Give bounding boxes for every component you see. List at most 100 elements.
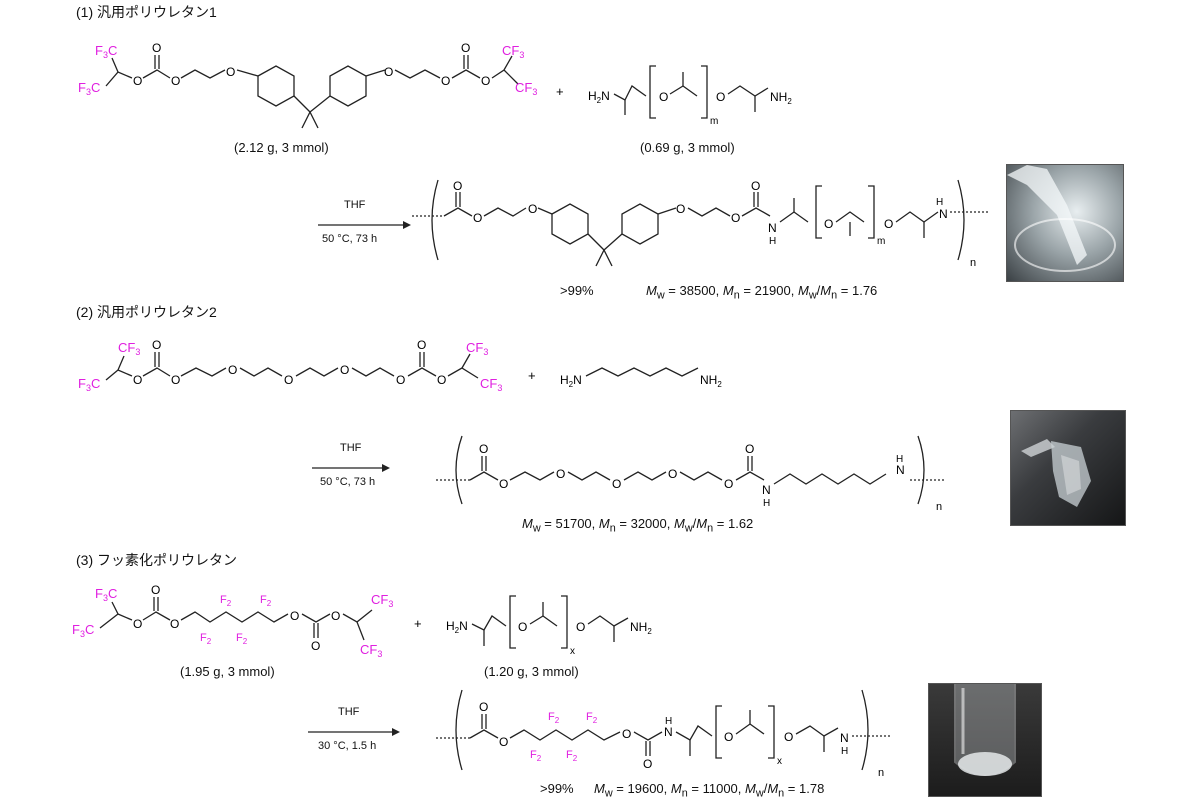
svg-text:O: O xyxy=(284,373,293,387)
svg-text:H: H xyxy=(896,454,903,465)
svg-text:O: O xyxy=(171,373,180,387)
svg-text:O: O xyxy=(751,179,760,193)
svg-text:O: O xyxy=(716,90,725,104)
section2-polymer-product: O O O O O O O N H H N n xyxy=(436,435,944,513)
svg-text:O: O xyxy=(724,477,733,491)
svg-text:N: N xyxy=(896,463,905,477)
section2-hexamethylenediamine: H2N NH2 xyxy=(560,367,722,389)
svg-text:F3C: F3C xyxy=(78,80,100,97)
svg-text:CF3: CF3 xyxy=(360,642,382,659)
svg-text:O: O xyxy=(152,338,161,352)
section1-mw-mn: Mw = 38500, Mn = 21900, Mw/Mn = 1.76 xyxy=(646,283,878,302)
svg-text:F2: F2 xyxy=(586,711,598,725)
svg-text:NH2: NH2 xyxy=(630,620,652,636)
svg-text:O: O xyxy=(676,202,685,216)
section3-mw: 19600 xyxy=(627,781,664,796)
svg-text:F3C: F3C xyxy=(78,376,100,393)
svg-text:O: O xyxy=(417,338,426,352)
svg-text:O: O xyxy=(290,609,299,623)
svg-text:O: O xyxy=(461,41,470,55)
svg-text:O: O xyxy=(659,90,668,104)
svg-text:N: N xyxy=(664,725,673,739)
svg-text:O: O xyxy=(528,202,537,216)
svg-text:CF3: CF3 xyxy=(466,340,488,357)
section1-polymer-product: O O O O O O N H O m O H N n xyxy=(412,179,990,269)
section2-mw: 51700 xyxy=(555,516,592,531)
svg-text:F3C: F3C xyxy=(95,43,117,60)
section1-product-photo xyxy=(1006,164,1124,282)
svg-text:O: O xyxy=(518,620,527,634)
section3-pdi: 1.78 xyxy=(799,781,825,796)
svg-text:O: O xyxy=(226,65,235,79)
svg-text:O: O xyxy=(170,617,179,631)
svg-text:O: O xyxy=(171,74,180,88)
svg-text:CF3: CF3 xyxy=(118,340,140,357)
svg-text:O: O xyxy=(622,727,631,741)
svg-text:H: H xyxy=(841,746,848,757)
section1-conditions: 50 °C, 73 h xyxy=(322,233,378,245)
section2-plus: + xyxy=(528,368,536,383)
section3-plus: + xyxy=(414,616,422,631)
section1-plus: + xyxy=(556,84,564,99)
svg-text:NH2: NH2 xyxy=(700,373,722,389)
section3-yield: >99% xyxy=(540,781,574,796)
svg-text:H2N: H2N xyxy=(588,89,610,105)
section2-solvent: THF xyxy=(340,442,362,454)
section3-mn: 11000 xyxy=(702,781,738,796)
section3-reagent1-amount: (1.95 g, 3 mmol) xyxy=(180,664,275,679)
svg-text:H: H xyxy=(665,716,672,727)
section3-polymer-product: O O F2 F2 F2 F2 O O H N O x O N H n xyxy=(436,689,890,779)
svg-text:O: O xyxy=(884,217,893,231)
section1-polyether-diamine: H2N O m O NH2 xyxy=(588,65,792,127)
section3-fluorinated-carbonate-monomer: F3C F3C O O O F2 F2 F2 F2 O O O CF3 CF3 xyxy=(72,583,393,659)
section2-mn: 32000 xyxy=(630,516,667,531)
svg-text:F2: F2 xyxy=(260,594,272,608)
section1-pdi: 1.76 xyxy=(851,283,878,298)
svg-text:O: O xyxy=(133,617,142,631)
svg-text:O: O xyxy=(576,620,585,634)
svg-text:H: H xyxy=(769,236,776,247)
section1-solvent: THF xyxy=(344,199,366,211)
svg-text:O: O xyxy=(133,74,142,88)
svg-text:n: n xyxy=(936,501,942,513)
svg-text:F2: F2 xyxy=(548,711,560,725)
svg-text:O: O xyxy=(228,363,237,377)
svg-text:H2N: H2N xyxy=(446,619,468,635)
svg-text:n: n xyxy=(878,767,884,779)
section1-yield: >99% xyxy=(560,283,594,298)
svg-text:O: O xyxy=(668,467,677,481)
section1-mw: 38500 xyxy=(679,283,716,298)
svg-text:CF3: CF3 xyxy=(371,592,393,609)
svg-text:F3C: F3C xyxy=(72,622,94,639)
section2-pdi: 1.62 xyxy=(727,516,754,531)
section1-carbonate-monomer: F3C F3C O O O O O O O O CF3 CF3 xyxy=(78,41,537,129)
svg-text:O: O xyxy=(499,735,508,749)
section3-reagent2-amount: (1.20 g, 3 mmol) xyxy=(484,664,579,679)
section2-carbonate-monomer: CF3 F3C O O O O O O O O O CF3 CF3 xyxy=(78,338,502,393)
svg-text:O: O xyxy=(396,373,405,387)
section1-reagent2-amount: (0.69 g, 3 mmol) xyxy=(640,140,735,155)
svg-text:O: O xyxy=(453,179,462,193)
svg-text:O: O xyxy=(824,217,833,231)
svg-text:N: N xyxy=(768,221,777,235)
svg-text:NH2: NH2 xyxy=(770,90,792,106)
svg-text:O: O xyxy=(311,639,320,653)
svg-text:x: x xyxy=(570,646,575,657)
svg-text:x: x xyxy=(777,756,782,767)
svg-text:H: H xyxy=(763,498,770,509)
svg-text:O: O xyxy=(499,477,508,491)
svg-text:m: m xyxy=(710,116,718,127)
svg-text:n: n xyxy=(970,257,976,269)
svg-text:O: O xyxy=(556,467,565,481)
section-2-title: (2) 汎用ポリウレタン2 xyxy=(76,304,217,320)
section1-mn: 21900 xyxy=(754,283,791,298)
svg-text:H2N: H2N xyxy=(560,373,582,389)
svg-text:O: O xyxy=(784,730,793,744)
svg-text:m: m xyxy=(877,236,885,247)
svg-text:F2: F2 xyxy=(530,749,542,763)
svg-text:F2: F2 xyxy=(566,749,578,763)
section1-reagent1-amount: (2.12 g, 3 mmol) xyxy=(234,140,329,155)
svg-text:CF3: CF3 xyxy=(515,80,537,97)
svg-text:CF3: CF3 xyxy=(480,376,502,393)
